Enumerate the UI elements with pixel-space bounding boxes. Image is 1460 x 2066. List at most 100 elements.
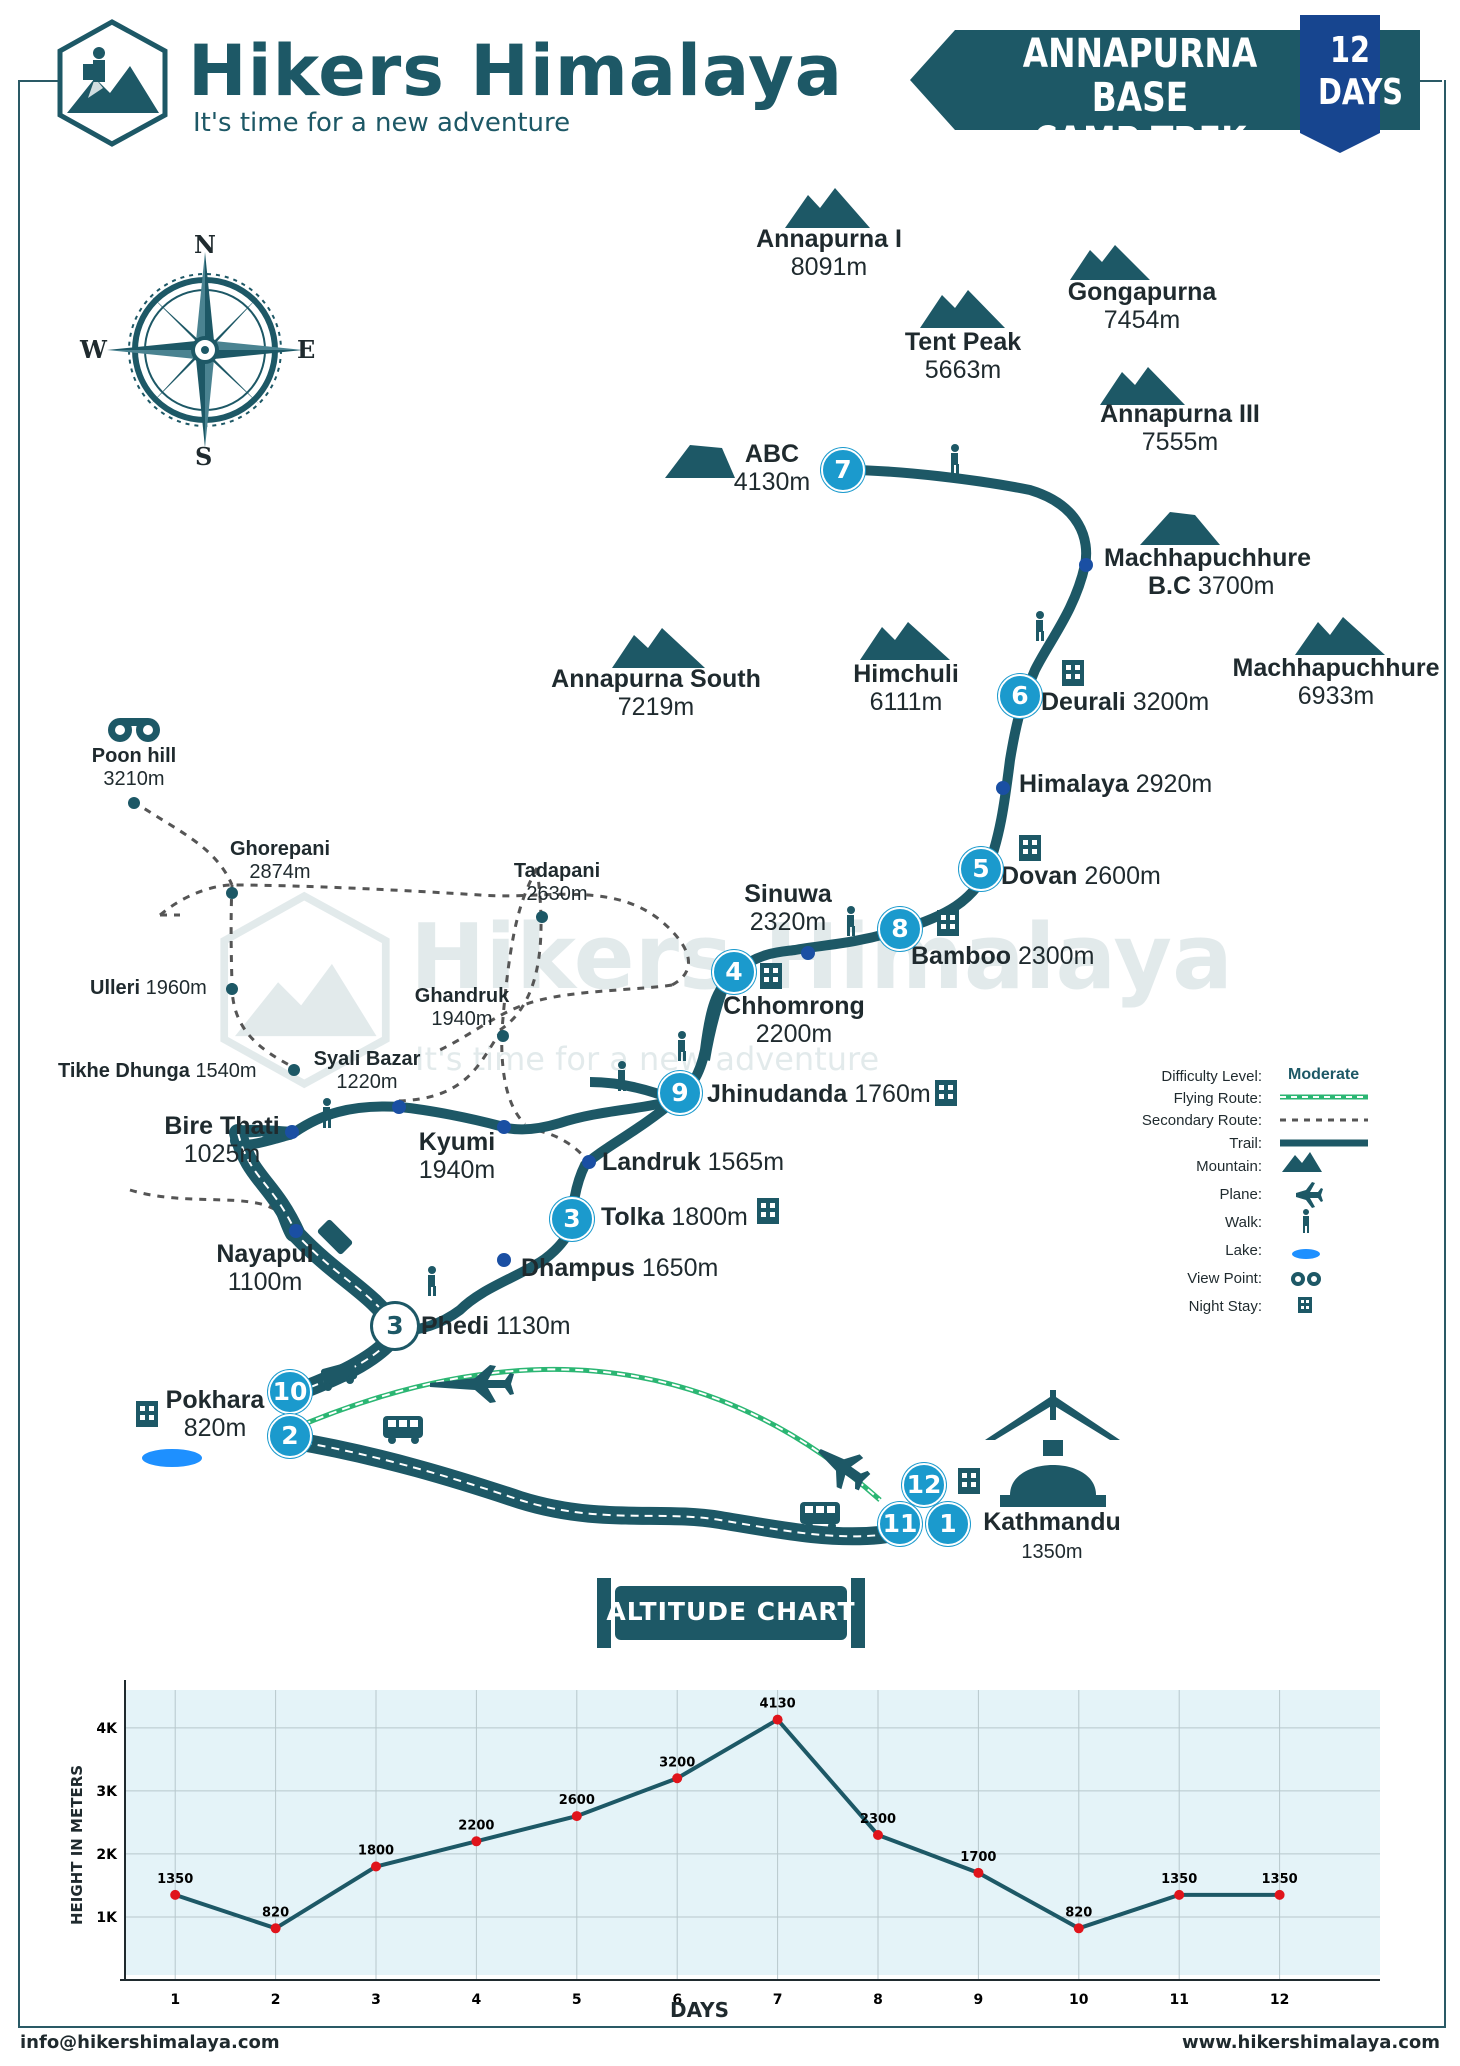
brand-title[interactable]: Hikers Himalaya [188, 30, 843, 112]
day-marker-5[interactable]: 5 [959, 847, 1003, 891]
day-marker-4[interactable]: 4 [712, 950, 756, 994]
node-ghandruk[interactable] [497, 1030, 509, 1042]
watermark-brand: Hikers Himalaya [410, 905, 1233, 1010]
lake-icon [142, 1449, 202, 1467]
x-tick-label: 8 [873, 1992, 883, 2008]
altitude-point[interactable] [471, 1836, 482, 1847]
bus-icon [383, 1416, 423, 1444]
altitude-point[interactable] [571, 1811, 582, 1822]
night-stay-icons [136, 660, 1084, 1494]
day-marker-9[interactable]: 9 [658, 1071, 702, 1115]
x-tick-label: 1 [170, 1992, 180, 2008]
node-dhampus[interactable] [497, 1253, 511, 1267]
legend-nightstay: Night Stay: [1188, 1298, 1262, 1315]
node-syali-bazar[interactable] [392, 1100, 406, 1114]
node-tadapani[interactable] [536, 911, 548, 923]
x-tick-label: 11 [1169, 1992, 1188, 2008]
x-tick-label: 5 [572, 1992, 582, 2008]
altitude-point[interactable] [772, 1714, 783, 1725]
node-ulleri[interactable] [226, 983, 238, 995]
jeep-icon [320, 1361, 358, 1391]
altitude-point[interactable] [170, 1889, 181, 1900]
node-kyumi[interactable] [497, 1120, 511, 1134]
altitude-data-label: 1700 [960, 1850, 996, 1865]
legend-secondary: Secondary Route: [1141, 1112, 1262, 1129]
x-tick-label: 12 [1270, 1992, 1289, 2008]
place-bamboo: Bamboo 2300m [911, 942, 1095, 970]
node-bire-thati[interactable] [285, 1125, 299, 1139]
day-marker-1[interactable]: 1 [926, 1502, 970, 1546]
day-marker-6[interactable]: 6 [998, 674, 1042, 718]
node-landruk[interactable] [582, 1155, 596, 1169]
altitude-data-label: 4130 [760, 1697, 796, 1712]
compass-north: N [194, 230, 216, 259]
chart-grid [125, 1690, 1380, 1980]
place-landruk: Landruk 1565m [602, 1148, 785, 1176]
node-ghorepani[interactable] [226, 887, 238, 899]
route-map [108, 188, 1385, 1546]
node-tikhe-dhunga[interactable] [288, 1064, 300, 1076]
y-tick-label: 1K [96, 1910, 118, 1926]
altitude-point[interactable] [371, 1861, 381, 1872]
day-marker-8[interactable]: 8 [878, 907, 922, 951]
x-tick-label: 3 [371, 1992, 381, 2008]
node-himalaya[interactable] [996, 781, 1010, 795]
jeep-icon-2 [317, 1219, 353, 1255]
place-deurali: Deurali 3200m [1041, 688, 1210, 716]
place-ulleri: Ulleri 1960m [90, 977, 207, 999]
frame-top-left [18, 80, 62, 82]
altitude-point[interactable] [1174, 1889, 1185, 1900]
trek-title-banner [910, 15, 1420, 153]
altitude-chart-title: ALTITUDE CHART [606, 1597, 856, 1626]
day-marker-12[interactable]: 12 [902, 1463, 946, 1507]
trek-title-line2: CAMP TREK [1033, 119, 1247, 165]
altitude-point[interactable] [1274, 1889, 1285, 1900]
x-tick-label: 2 [271, 1992, 281, 2008]
altitude-data-label: 820 [262, 1905, 289, 1920]
altitude-point[interactable] [270, 1923, 281, 1934]
node-nayapul[interactable] [289, 1224, 303, 1238]
footer-website[interactable]: www.hikershimalaya.com [1181, 2032, 1440, 2053]
footer-email[interactable]: info@hikershimalaya.com [20, 2032, 280, 2053]
day-marker-2[interactable]: 2 [268, 1414, 312, 1458]
altitude-point[interactable] [873, 1830, 883, 1840]
node-poonhill[interactable] [128, 797, 140, 809]
altitude-point[interactable] [1073, 1923, 1084, 1934]
day-marker-11[interactable]: 11 [878, 1502, 922, 1546]
plane-icon [430, 1365, 514, 1403]
day-marker-10[interactable]: 10 [268, 1370, 312, 1414]
day-marker-3-phedi[interactable]: 3 [373, 1304, 417, 1348]
trek-title-line1: ANNAPURNA BASE [1022, 31, 1258, 121]
altitude-data-label: 2200 [458, 1818, 494, 1833]
day-marker-7[interactable]: 7 [821, 448, 865, 492]
altitude-point[interactable] [973, 1867, 984, 1878]
altitude-chart-banner [597, 1578, 865, 1648]
altitude-series-line [174, 1717, 1280, 1931]
legend-walk: Walk: [1225, 1214, 1262, 1231]
night-stay-windows [140, 665, 1080, 1487]
altitude-point[interactable] [672, 1773, 683, 1784]
day-marker-3-tolka[interactable]: 3 [550, 1197, 594, 1241]
y-tick-label: 3K [96, 1784, 118, 1800]
flying-route-dash [289, 1368, 881, 1501]
node-mbc[interactable] [1079, 558, 1093, 572]
compass-east: E [297, 335, 316, 364]
plane-icon-2 [818, 1449, 871, 1491]
mountain-icons [612, 188, 1385, 668]
x-tick-label: 7 [773, 1992, 783, 2008]
node-sinuwa[interactable] [801, 946, 815, 960]
altitude-data-label: 2300 [860, 1812, 896, 1827]
logo-hexagon-icon [57, 19, 168, 147]
